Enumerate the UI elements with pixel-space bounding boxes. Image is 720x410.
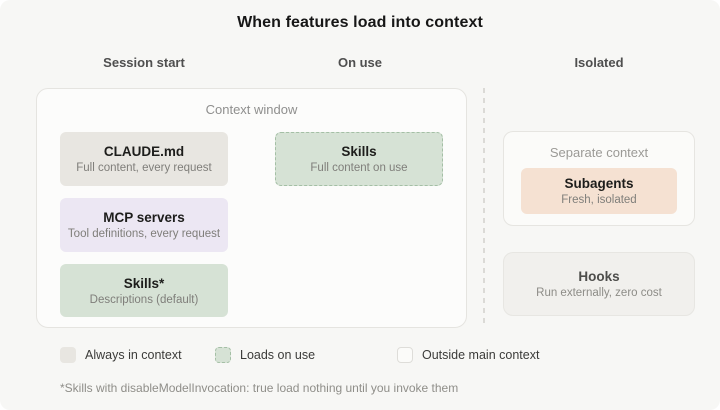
- legend-label-outside: Outside main context: [422, 348, 540, 362]
- feature-claude-md: CLAUDE.md Full content, every request: [60, 132, 228, 186]
- separate-context-box: Separate context Subagents Fresh, isolat…: [503, 131, 695, 226]
- column-divider: [483, 88, 485, 328]
- feature-skills-on-use-subtitle: Full content on use: [310, 162, 408, 174]
- feature-claude-md-subtitle: Full content, every request: [76, 162, 212, 174]
- column-header-session-start: Session start: [103, 55, 185, 70]
- feature-subagents: Subagents Fresh, isolated: [521, 168, 677, 214]
- legend-label-always: Always in context: [85, 348, 182, 362]
- feature-claude-md-title: CLAUDE.md: [103, 144, 185, 159]
- feature-subagents-title: Subagents: [564, 176, 634, 191]
- feature-hooks-title: Hooks: [578, 269, 620, 284]
- legend-item-always: Always in context: [60, 346, 182, 364]
- legend-item-outside: Outside main context: [397, 346, 539, 364]
- feature-skills-on-use: Skills Full content on use: [275, 132, 443, 186]
- separate-context-label: Separate context: [549, 145, 649, 160]
- feature-skills-descriptions-subtitle: Descriptions (default): [89, 293, 199, 306]
- legend-swatch-loads: [215, 347, 231, 363]
- feature-skills-descriptions-title: Skills*: [123, 275, 165, 291]
- context-window-label: Context window: [205, 102, 298, 117]
- column-header-isolated: Isolated: [574, 55, 624, 70]
- feature-hooks: Hooks Run externally, zero cost: [503, 252, 695, 316]
- feature-mcp-servers: MCP servers Tool definitions, every requ…: [60, 198, 228, 252]
- feature-skills-descriptions: Skills* Descriptions (default): [60, 264, 228, 317]
- legend-swatch-always: [60, 347, 76, 363]
- legend-item-loads: Loads on use: [215, 346, 315, 364]
- page-title: When features load into context: [237, 14, 483, 31]
- feature-subagents-subtitle: Fresh, isolated: [561, 194, 637, 206]
- legend-swatch-outside: [397, 347, 413, 363]
- feature-hooks-subtitle: Run externally, zero cost: [536, 287, 662, 299]
- feature-mcp-servers-title: MCP servers: [103, 210, 185, 225]
- feature-mcp-servers-subtitle: Tool definitions, every request: [67, 228, 221, 240]
- feature-skills-on-use-title: Skills: [341, 144, 377, 159]
- column-header-on-use: On use: [337, 55, 383, 70]
- footnote: *Skills with disableModelInvocation: tru…: [60, 381, 459, 395]
- legend-label-loads: Loads on use: [240, 348, 316, 362]
